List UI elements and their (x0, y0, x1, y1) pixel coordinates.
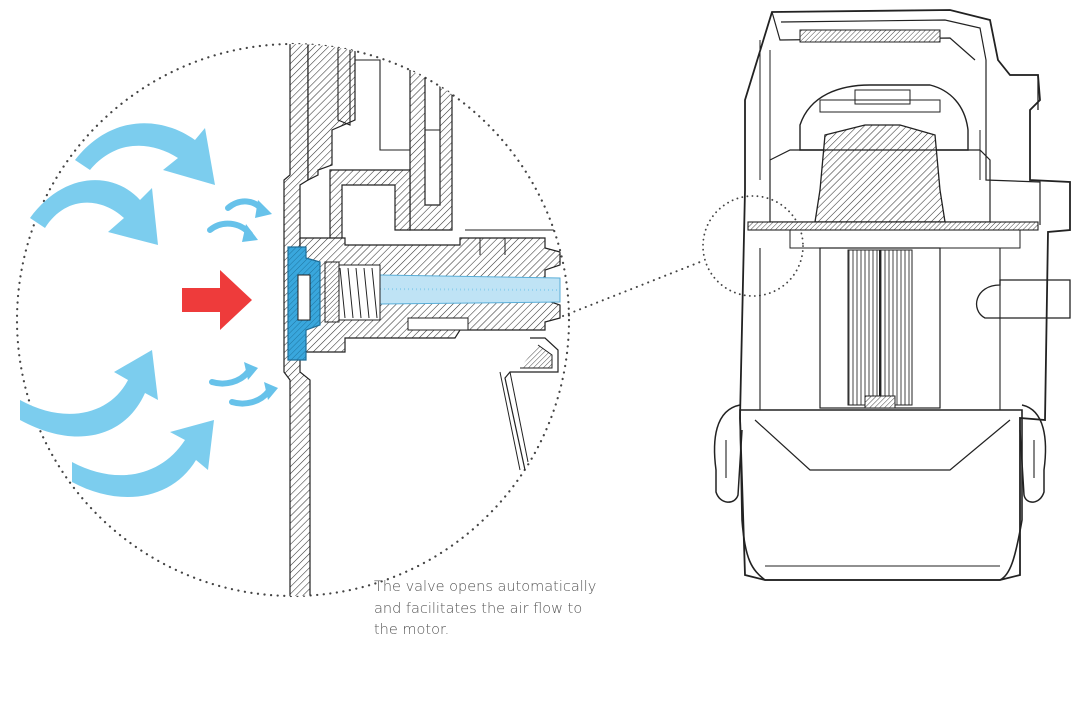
small-arrow-heads (242, 200, 278, 400)
small-zoom-circle (702, 195, 804, 297)
zoom-cross-section (283, 44, 561, 596)
zoom-connector-line (562, 261, 701, 317)
curved-arrow-icon (75, 123, 215, 185)
curved-arrow-icon (30, 180, 158, 245)
curved-arrow-icon (20, 350, 158, 437)
curved-arrow-icon (229, 389, 271, 407)
curved-arrow-icon (207, 220, 253, 237)
vacuum-cross-section (702, 9, 1071, 581)
zoom-detail (15, 42, 571, 598)
airflow-arrows (20, 123, 215, 498)
caption-text: The valve opens automatically and facili… (374, 579, 597, 638)
curved-arrow-icon (72, 420, 214, 498)
right-arrow-icon (182, 270, 252, 330)
curved-arrow-icon (209, 369, 251, 387)
